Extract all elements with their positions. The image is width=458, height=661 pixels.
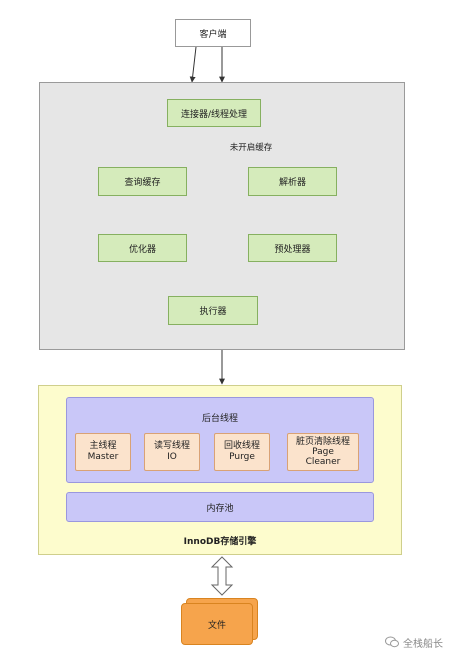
query-cache-box: 查询缓存 xyxy=(98,167,187,196)
thread-purge: 回收线程 Purge xyxy=(214,433,270,471)
storage-engine-title: InnoDB存储引擎 xyxy=(38,532,402,548)
watermark: 全栈船长 xyxy=(374,634,454,650)
thread-master-en: Master xyxy=(87,452,119,462)
thread-io: 读写线程 IO xyxy=(144,433,200,471)
cache-note-label: 未开启缓存 xyxy=(229,143,273,153)
executor-label: 执行器 xyxy=(199,307,227,317)
arrow-client-to-connector-1 xyxy=(189,46,197,83)
parser-label: 解析器 xyxy=(278,178,306,188)
wechat-icon xyxy=(385,636,399,648)
thread-master: 主线程 Master xyxy=(75,433,131,471)
buffer-pool-label: 内存池 xyxy=(206,503,234,514)
thread-purge-en: Purge xyxy=(229,452,255,462)
double-arrow-storage-file xyxy=(210,556,234,596)
file-label: 文件 xyxy=(207,620,226,631)
thread-io-name: 读写线程 xyxy=(153,441,190,451)
thread-page-cleaner: 脏页清除线程 Page Cleaner xyxy=(287,433,359,471)
optimizer-label: 优化器 xyxy=(128,244,156,255)
parser-box: 解析器 xyxy=(248,167,337,196)
preprocessor-label: 预处理器 xyxy=(274,244,311,255)
thread-io-en: IO xyxy=(167,452,177,462)
file-box: 文件 xyxy=(181,603,253,645)
optimizer-box: 优化器 xyxy=(98,234,187,262)
connector-label: 连接器/线程处理 xyxy=(180,109,248,120)
storage-engine-title-label: InnoDB存储引擎 xyxy=(183,536,257,547)
client-label: 客户端 xyxy=(199,29,227,40)
executor-box: 执行器 xyxy=(168,296,258,325)
thread-page-cleaner-en-2: Cleaner xyxy=(305,457,341,467)
background-threads-label: 后台线程 xyxy=(201,413,238,424)
preprocessor-box: 预处理器 xyxy=(248,234,337,262)
background-threads-title: 后台线程 xyxy=(67,410,373,424)
query-cache-label: 查询缓存 xyxy=(124,178,161,188)
cache-note: 未开启缓存 xyxy=(226,140,276,154)
thread-master-name: 主线程 xyxy=(89,441,117,451)
thread-purge-name: 回收线程 xyxy=(223,441,260,451)
watermark-label: 全栈船长 xyxy=(403,638,443,650)
buffer-pool-box: 内存池 xyxy=(66,492,374,522)
client-box: 客户端 xyxy=(175,19,251,47)
thread-page-cleaner-en-1: Page xyxy=(312,447,334,457)
thread-page-cleaner-name: 脏页清除线程 xyxy=(295,437,350,447)
connector-box: 连接器/线程处理 xyxy=(167,99,261,127)
